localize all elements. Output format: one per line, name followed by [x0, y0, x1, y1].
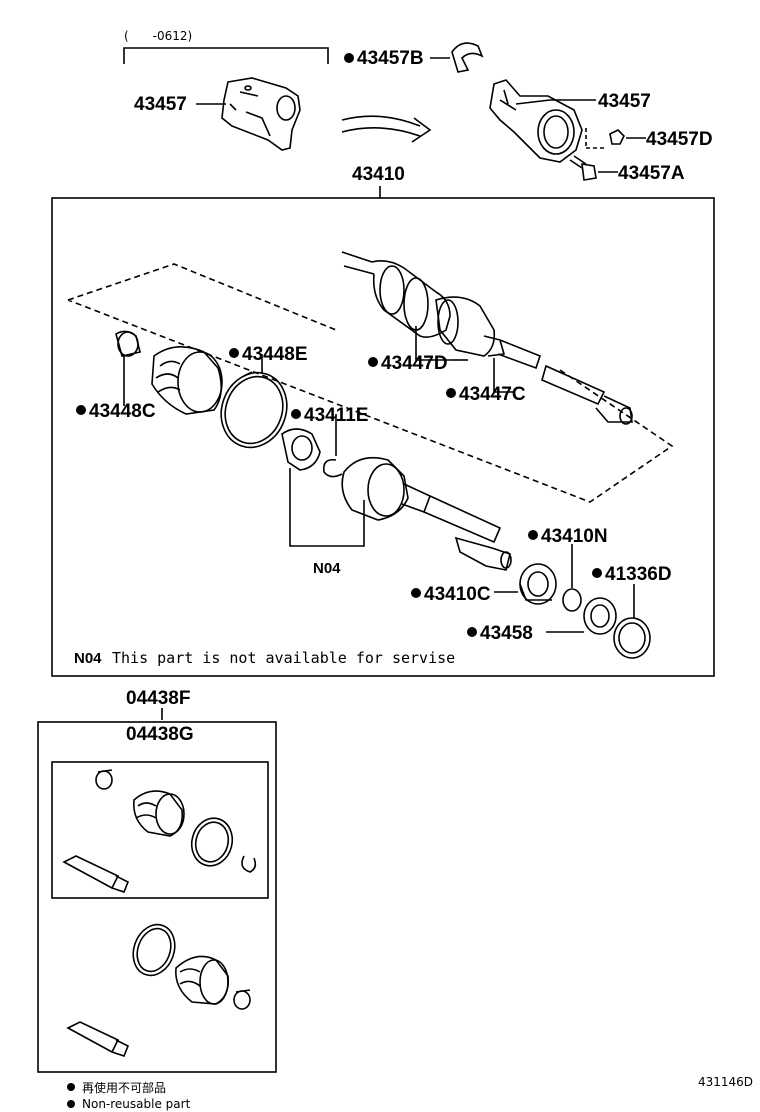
arrow-shaft-2 — [341, 127, 421, 137]
date-range-label: ( -0612) — [124, 29, 192, 43]
inner-boot-drawing — [151, 346, 223, 415]
legend-dot-en — [67, 1100, 75, 1108]
support-bracket-left-drawing — [221, 77, 301, 151]
callout-43448c: 43448C — [89, 401, 156, 422]
callout-43448e: 43448E — [242, 344, 308, 365]
dot-43448e — [229, 348, 239, 358]
dot-43447c — [446, 388, 456, 398]
bolt-43457d-drawing — [609, 129, 625, 145]
kit-band-lower-drawing — [132, 923, 176, 977]
kit-clamp-lower-drawing — [233, 989, 251, 1010]
diagram-id: 431146D — [698, 1075, 753, 1089]
tripod-joint-drawing — [281, 428, 321, 471]
kit-outer-frame — [37, 721, 277, 1073]
callout-43457-right: 43457 — [598, 91, 651, 112]
callout-43457a: 43457A — [618, 163, 685, 184]
callout-43457d: 43457D — [646, 129, 713, 150]
inboard-shaft-drawing — [341, 456, 512, 571]
note-code: N04 — [74, 650, 102, 667]
callout-43411e: 43411E — [304, 405, 368, 426]
leader-43447d-b — [415, 326, 452, 361]
kit-band-drawing — [190, 817, 234, 867]
clip-43457b-drawing — [451, 42, 484, 73]
bolt-43457a-drawing — [569, 155, 597, 181]
kit-boot-drawing — [132, 790, 185, 837]
callout-43410: 43410 — [352, 164, 405, 185]
kit-boot-lower-drawing — [175, 955, 230, 1005]
callout-43447d: 43447D — [381, 353, 448, 374]
assembly-43410-frame — [51, 197, 715, 677]
dot-43458 — [467, 627, 477, 637]
dot-43410c — [411, 588, 421, 598]
callout-43458: 43458 — [480, 623, 533, 644]
kit-clamp-small-drawing — [95, 769, 113, 790]
legend-dot-jp — [67, 1083, 75, 1091]
seal-43458-drawing — [583, 597, 617, 635]
arrow-shaft-1 — [341, 115, 421, 127]
note-text: This part is not available for servise — [112, 649, 455, 667]
leader-n04 — [289, 468, 365, 547]
dot-43411e — [291, 409, 301, 419]
legend-en: Non-reusable part — [82, 1097, 191, 1111]
callout-04438f: 04438F — [126, 688, 190, 709]
dot-41336d — [592, 568, 602, 578]
callout-43447c: 43447C — [459, 384, 526, 405]
callout-43457-left: 43457 — [134, 94, 187, 115]
clamp-43448c-drawing — [115, 330, 141, 357]
bearing-43410c-drawing — [519, 563, 557, 605]
callout-43410n: 43410N — [541, 526, 608, 547]
ring-41336d-drawing — [613, 617, 651, 659]
callout-41336d: 41336D — [605, 564, 672, 585]
legend-jp: 再使用不可部品 — [82, 1080, 166, 1095]
leader-43457-right-b — [515, 99, 551, 105]
outboard-shaft-drawing — [341, 251, 633, 425]
support-bracket-right-drawing — [489, 79, 583, 163]
kit-snap-ring-drawing — [241, 855, 257, 873]
arrow-head — [411, 117, 432, 143]
dot-43410n — [528, 530, 538, 540]
kit-grease-tube-drawing — [62, 855, 130, 893]
dot-43448c — [76, 405, 86, 415]
date-bracket — [123, 47, 329, 64]
callout-43457b: 43457B — [357, 48, 424, 69]
non-reusable-dots — [67, 53, 602, 1108]
dashed-leader-43457d — [585, 128, 606, 149]
leader-43447c — [493, 358, 514, 393]
callout-n04: N04 — [313, 560, 341, 577]
snap-ring-43411e-drawing — [322, 458, 343, 478]
ring-43410n-drawing — [562, 588, 582, 612]
dot-43457b — [344, 53, 354, 63]
boot-band-43448e-drawing — [220, 371, 288, 449]
kit-grease-tube-lower-drawing — [66, 1021, 130, 1057]
callout-43410c: 43410C — [424, 584, 491, 605]
dashed-boundary — [67, 263, 674, 503]
dot-43447d — [368, 357, 378, 367]
kit-inner-frame — [51, 761, 269, 899]
callout-04438g: 04438G — [126, 724, 194, 745]
